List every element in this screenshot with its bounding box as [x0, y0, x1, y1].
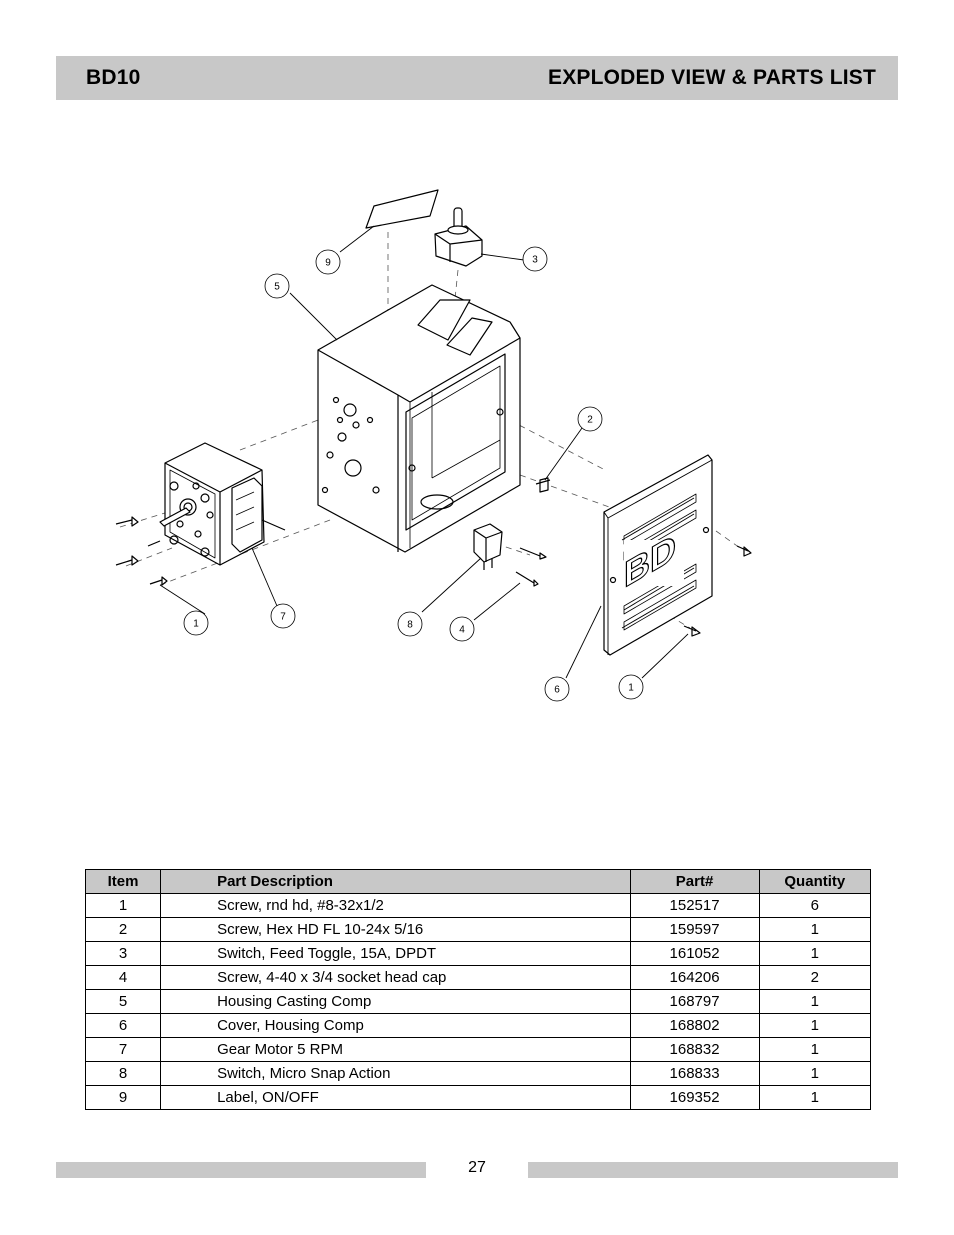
callout-7: 7 — [280, 612, 286, 623]
table-row: 4 Screw, 4-40 x 3/4 socket head cap 1642… — [84, 965, 872, 990]
table-row: 2 Screw, Hex HD FL 10-24x 5/16 159597 1 — [84, 917, 872, 942]
cell-quantity: 1 — [758, 1037, 872, 1062]
cell-item: 4 — [84, 965, 162, 990]
exploded-view-svg: BD 9 3 5 2 1 7 8 4 6 1 — [115, 189, 752, 702]
cell-part-number: 168832 — [629, 1037, 760, 1062]
table-header-row: Item Part Description Part# Quantity — [84, 869, 872, 894]
footer-bar-right — [528, 1162, 898, 1178]
col-header-item: Item — [84, 869, 162, 894]
cell-description: Switch, Micro Snap Action — [160, 1061, 631, 1086]
callout-6: 6 — [554, 685, 560, 696]
cell-quantity: 1 — [758, 941, 872, 966]
callout-9: 9 — [325, 258, 331, 269]
table-row: 7 Gear Motor 5 RPM 168832 1 — [84, 1037, 872, 1062]
housing-cover — [603, 454, 713, 656]
cell-description: Gear Motor 5 RPM — [160, 1037, 631, 1062]
cell-description: Screw, 4-40 x 3/4 socket head cap — [160, 965, 631, 990]
table-row: 6 Cover, Housing Comp 168802 1 — [84, 1013, 872, 1038]
cell-part-number: 164206 — [629, 965, 760, 990]
callout-1-left: 1 — [193, 619, 199, 630]
cell-quantity: 2 — [758, 965, 872, 990]
cell-item: 3 — [84, 941, 162, 966]
cell-quantity: 6 — [758, 893, 872, 918]
housing — [317, 284, 521, 553]
cell-quantity: 1 — [758, 1013, 872, 1038]
gear-motor — [159, 442, 286, 566]
header-bar: BD10 EXPLODED VIEW & PARTS LIST — [56, 56, 898, 100]
table-row: 9 Label, ON/OFF 169352 1 — [84, 1085, 872, 1110]
exploded-view-diagram: BD 9 3 5 2 1 7 8 4 6 1 — [0, 150, 954, 720]
cell-item: 5 — [84, 989, 162, 1014]
callout-1-right: 1 — [628, 683, 634, 694]
cell-item: 8 — [84, 1061, 162, 1086]
cell-part-number: 169352 — [629, 1085, 760, 1110]
parts-list-table: Item Part Description Part# Quantity 1 S… — [84, 869, 872, 1110]
callout-4: 4 — [459, 625, 465, 636]
cell-part-number: 168833 — [629, 1061, 760, 1086]
cell-description: Label, ON/OFF — [160, 1085, 631, 1110]
page-number: 27 — [468, 1159, 486, 1176]
footer-bar-left — [56, 1162, 426, 1178]
callout-8: 8 — [407, 620, 413, 631]
cell-quantity: 1 — [758, 1085, 872, 1110]
cell-description: Switch, Feed Toggle, 15A, DPDT — [160, 941, 631, 966]
table-row: 5 Housing Casting Comp 168797 1 — [84, 989, 872, 1014]
callout-5: 5 — [274, 282, 280, 293]
cell-part-number: 168797 — [629, 989, 760, 1014]
cell-part-number: 168802 — [629, 1013, 760, 1038]
callout-3: 3 — [532, 255, 538, 266]
cell-item: 6 — [84, 1013, 162, 1038]
page-title: EXPLODED VIEW & PARTS LIST — [547, 66, 876, 89]
col-header-part-number: Part# — [629, 869, 760, 894]
callout-2: 2 — [587, 415, 593, 426]
cell-item: 7 — [84, 1037, 162, 1062]
table-row: 1 Screw, rnd hd, #8-32x1/2 152517 6 — [84, 893, 872, 918]
screws-left — [115, 516, 168, 586]
cell-part-number: 159597 — [629, 917, 760, 942]
model-name: BD10 — [86, 66, 141, 89]
cell-item: 9 — [84, 1085, 162, 1110]
cell-description: Screw, Hex HD FL 10-24x 5/16 — [160, 917, 631, 942]
cell-description: Housing Casting Comp — [160, 989, 631, 1014]
toggle-switch — [434, 207, 483, 267]
cell-quantity: 1 — [758, 917, 872, 942]
cell-description: Cover, Housing Comp — [160, 1013, 631, 1038]
table-row: 3 Switch, Feed Toggle, 15A, DPDT 161052 … — [84, 941, 872, 966]
cell-quantity: 1 — [758, 989, 872, 1014]
col-header-description: Part Description — [160, 869, 631, 894]
table-row: 8 Switch, Micro Snap Action 168833 1 — [84, 1061, 872, 1086]
cell-part-number: 152517 — [629, 893, 760, 918]
cell-item: 2 — [84, 917, 162, 942]
cell-item: 1 — [84, 893, 162, 918]
col-header-quantity: Quantity — [758, 869, 872, 894]
cell-quantity: 1 — [758, 1061, 872, 1086]
micro-switch — [473, 523, 503, 570]
cell-part-number: 161052 — [629, 941, 760, 966]
cell-description: Screw, rnd hd, #8-32x1/2 — [160, 893, 631, 918]
